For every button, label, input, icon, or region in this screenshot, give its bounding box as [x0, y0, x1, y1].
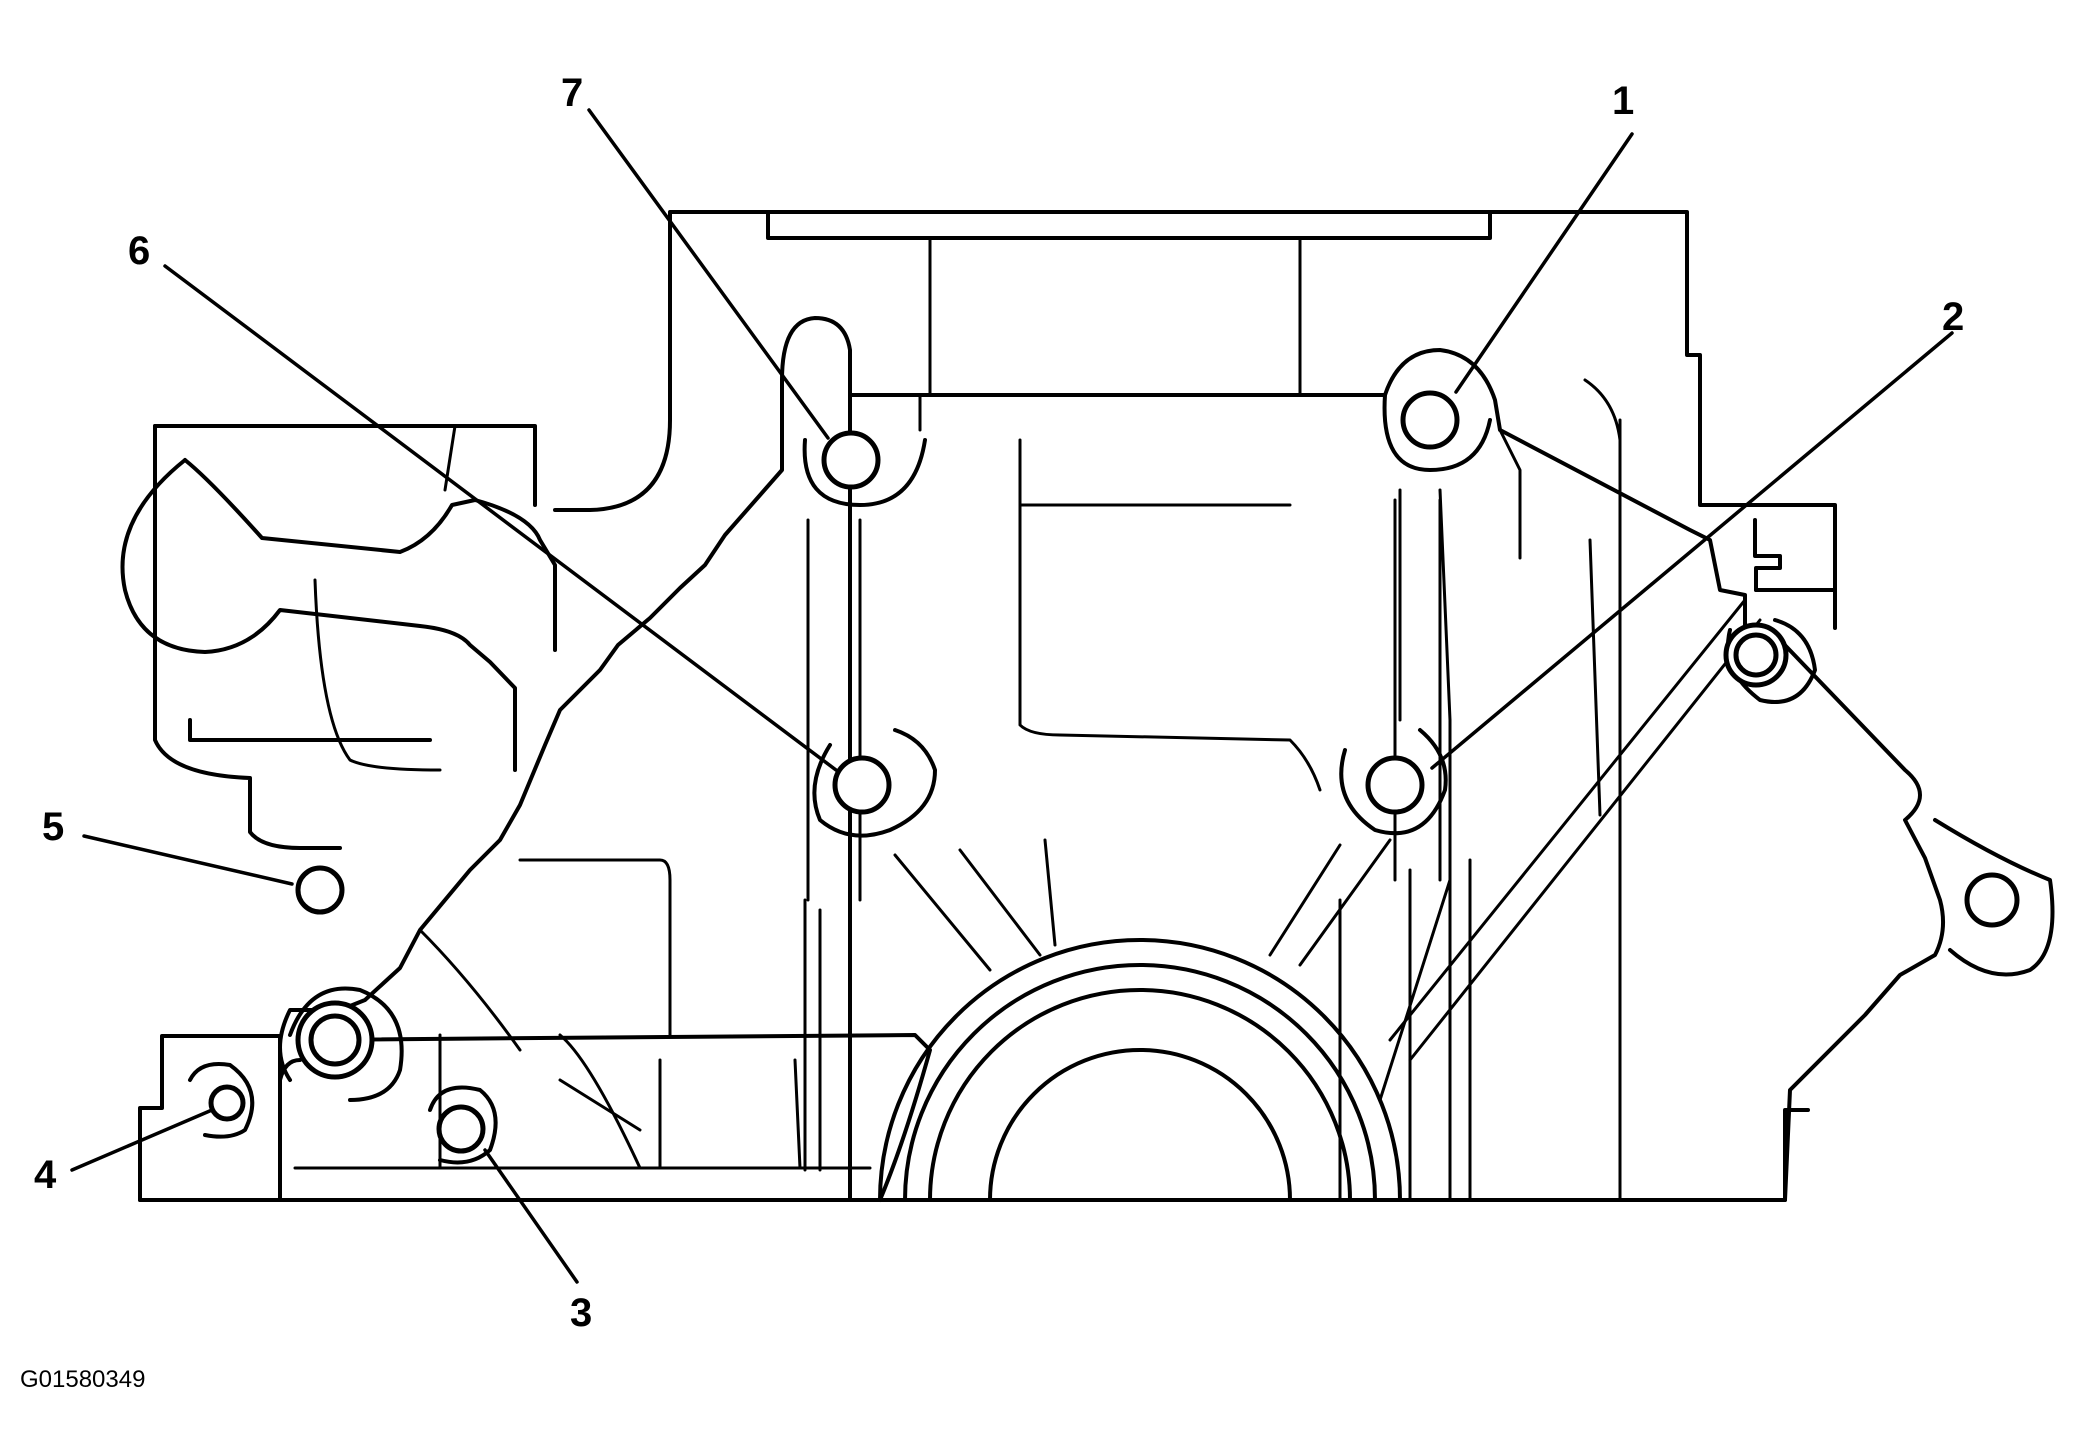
bolt-hole-1	[1400, 390, 1460, 450]
callouts: 1 2 3 4 5 6 7	[34, 71, 1964, 1335]
callout-7: 7	[561, 71, 583, 115]
figure-id: G01580349	[20, 1366, 146, 1393]
bolt-hole-3	[436, 1104, 486, 1154]
leader-line-5	[82, 834, 294, 886]
callout-1: 1	[1612, 79, 1634, 123]
bolt-bosses	[188, 393, 2055, 1165]
front-cover-outline	[278, 316, 1946, 1202]
block-outline	[138, 210, 1837, 1202]
diagonal-braces	[893, 598, 1762, 1102]
callout-2: 2	[1942, 295, 1964, 339]
callout-6: 6	[128, 229, 150, 273]
bolt-hole-7	[821, 430, 881, 490]
bolt-hole-9-inner	[1733, 632, 1779, 678]
leader-line-3	[483, 1148, 579, 1284]
lower-panel	[293, 858, 932, 1202]
bolt-hole-4	[208, 1084, 246, 1122]
callout-3: 3	[570, 1291, 592, 1335]
bolt-holes	[208, 390, 2020, 1154]
bolt-hole-8-inner	[308, 1013, 362, 1067]
leader-line-1	[1454, 132, 1634, 394]
leader-line-7	[587, 108, 830, 440]
leader-lines	[70, 108, 1954, 1284]
oil-filter-housing	[120, 424, 557, 850]
bolt-hole-2	[1365, 755, 1425, 815]
leader-line-4	[70, 1108, 214, 1172]
callout-5: 5	[42, 805, 64, 849]
callout-4: 4	[34, 1153, 57, 1197]
crankshaft-seal	[878, 938, 1402, 1202]
leader-line-6	[163, 264, 838, 772]
leader-line-2	[1430, 331, 1954, 770]
bolt-hole-6	[832, 755, 892, 815]
bolt-hole-10	[1964, 872, 2020, 928]
bolt-hole-5	[295, 865, 345, 915]
